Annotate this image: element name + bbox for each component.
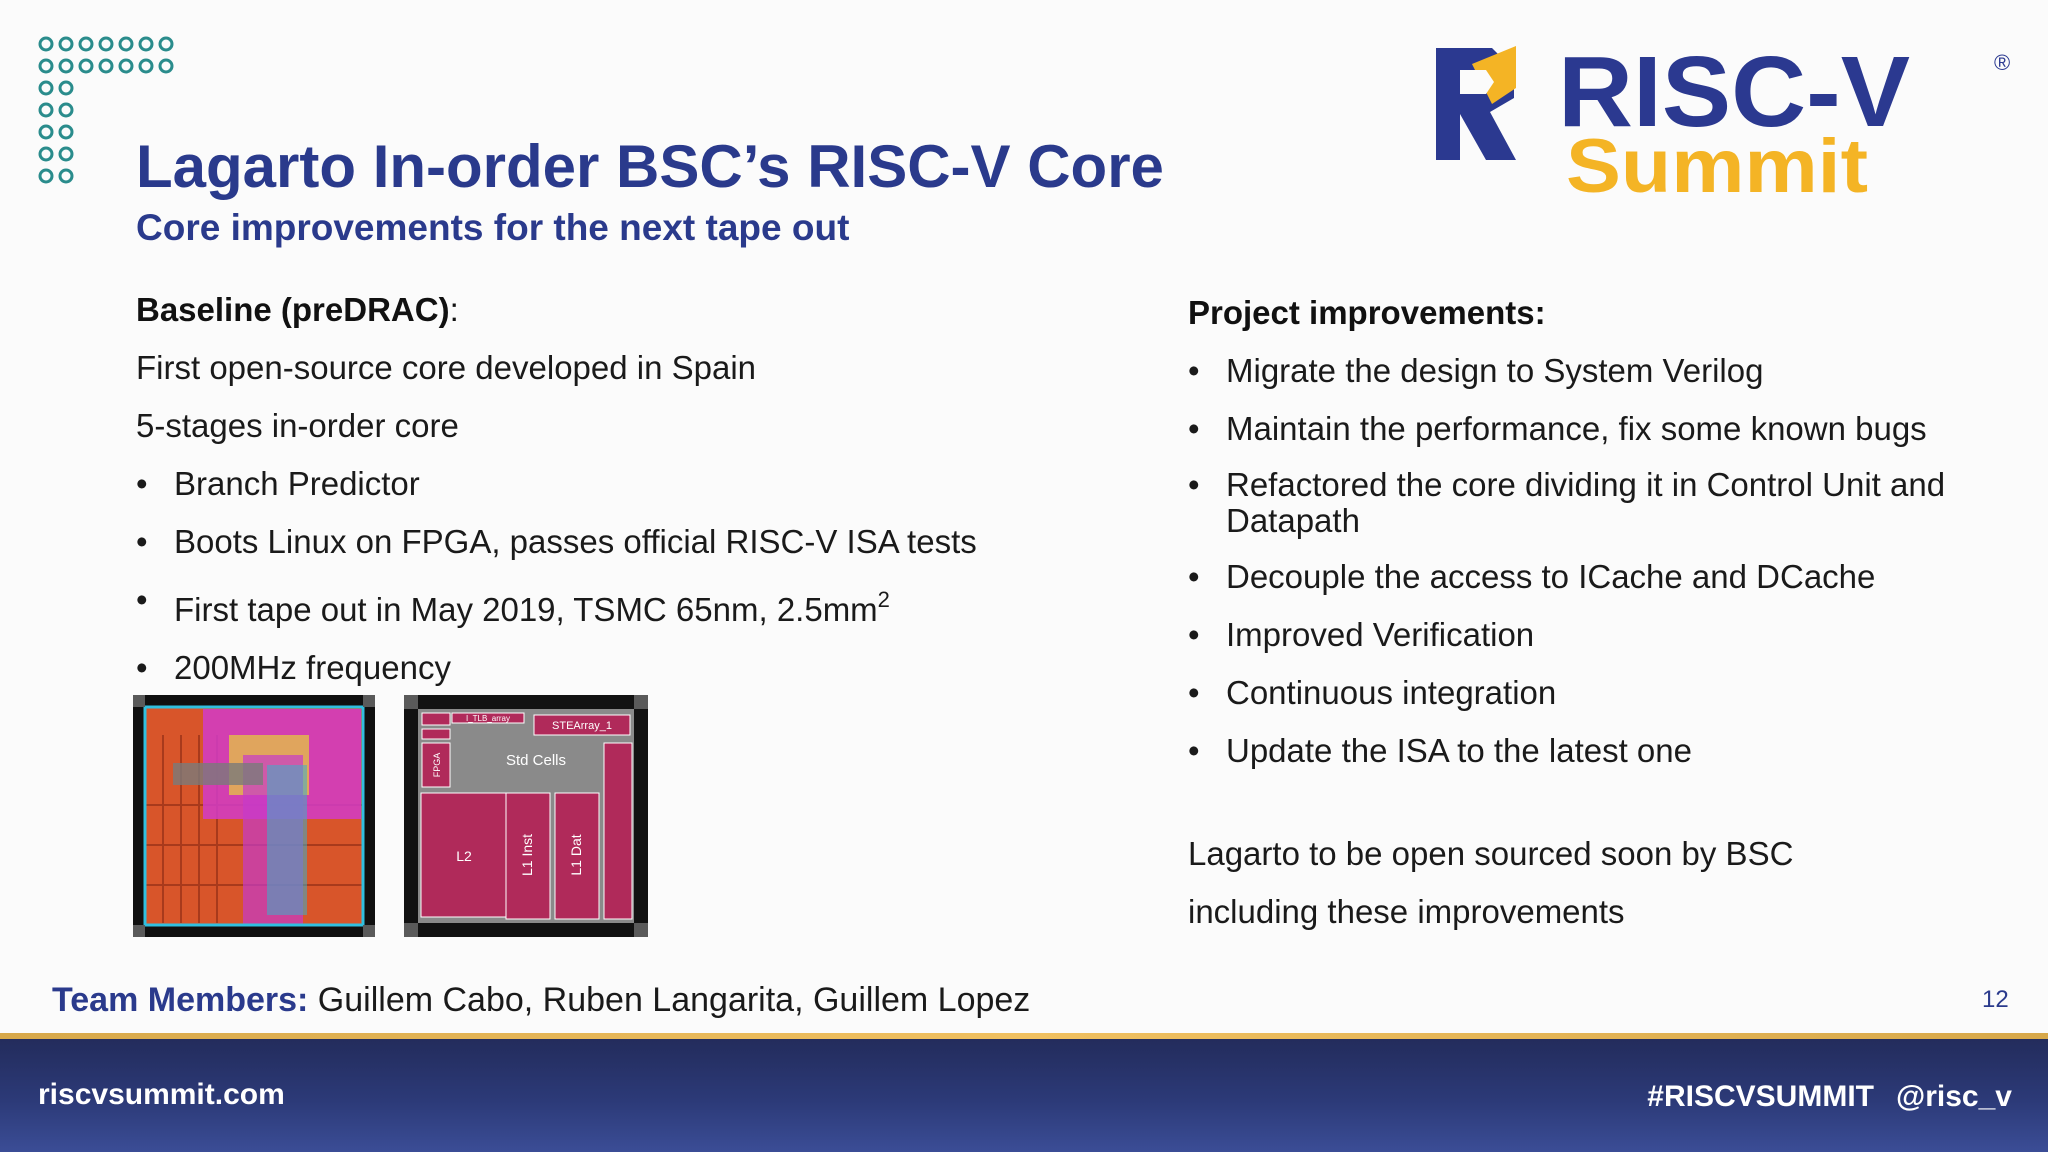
logo-wordmark: RISC-V <box>1558 36 1910 148</box>
baseline-bullet: 200MHz frequency <box>136 648 1036 688</box>
team-members-names: Guillem Cabo, Ruben Langarita, Guillem L… <box>308 981 1031 1019</box>
improvement-bullet: Refactored the core dividing it in Contr… <box>1188 467 2008 539</box>
dot <box>58 124 74 140</box>
footer-bar <box>0 1039 2048 1152</box>
baseline-heading: Baseline (preDRAC): <box>136 290 1036 330</box>
dot <box>98 36 114 52</box>
dot <box>118 36 134 52</box>
page-number: 12 <box>1982 986 2009 1013</box>
dot <box>38 102 54 118</box>
fpga-block-label: FPGA <box>432 753 442 778</box>
dot <box>138 36 154 52</box>
dot <box>58 146 74 162</box>
team-members-label: Team Members: <box>52 981 309 1019</box>
tapeout-text: First tape out in May 2019, TSMC 65nm, 2… <box>174 591 878 628</box>
footer-accent-line <box>0 1033 2048 1039</box>
dot <box>78 58 94 74</box>
decorative-dot-grid <box>38 36 174 184</box>
chip-layout-image <box>133 695 375 937</box>
baseline-line-1: First open-source core developed in Spai… <box>136 349 757 386</box>
improvement-bullet: Migrate the design to System Verilog <box>1188 351 2008 391</box>
team-members: Team Members: Guillem Cabo, Ruben Langar… <box>52 979 1030 1021</box>
page-title: Lagarto In-order BSC’s RISC-V Core <box>136 133 1164 200</box>
dot <box>38 58 54 74</box>
dot <box>158 36 174 52</box>
footer-website: riscvsummit.com <box>38 1078 285 1111</box>
dot <box>58 36 74 52</box>
baseline-heading-colon: : <box>449 291 459 328</box>
chip-floorplan-image: STEArray_1 I_TLB_array Std Cells L2 L1 I… <box>404 695 648 937</box>
logo-registered-mark: ® <box>1994 50 2010 75</box>
improvement-bullet: Decouple the access to ICache and DCache <box>1188 557 2008 597</box>
improvements-section: Project improvements: Migrate the design… <box>1188 293 2008 932</box>
logo-summit: Summit <box>1566 124 1868 204</box>
dot <box>38 146 54 162</box>
improvement-bullet: Continuous integration <box>1188 673 2008 713</box>
baseline-bullet: Branch Predictor <box>136 464 1036 504</box>
std-cells-label: Std Cells <box>506 752 566 769</box>
dot <box>138 58 154 74</box>
footer-social: #RISCVSUMMIT @risc_v <box>1647 1080 2012 1114</box>
dot <box>58 168 74 184</box>
baseline-bullet: Boots Linux on FPGA, passes official RIS… <box>136 522 1036 562</box>
improvements-bullet-list: Migrate the design to System Verilog Mai… <box>1188 351 2008 771</box>
closing-line-2: including these improvements <box>1188 893 1625 930</box>
l1-inst-label: L1 Inst <box>519 834 535 876</box>
risc-v-summit-logo: RISC-V ® Summit <box>1436 36 2010 204</box>
tapeout-superscript: 2 <box>877 587 890 612</box>
dot <box>38 124 54 140</box>
l1-dat-label: L1 Dat <box>568 834 584 875</box>
itlb-label: I_TLB_array <box>466 714 510 723</box>
improvement-bullet: Maintain the performance, fix some known… <box>1188 409 2008 449</box>
dot <box>78 36 94 52</box>
dot <box>58 58 74 74</box>
dot <box>38 80 54 96</box>
dot <box>58 80 74 96</box>
closing-line-1: Lagarto to be open sourced soon by BSC <box>1188 835 1794 872</box>
baseline-line-2: 5-stages in-order core <box>136 407 459 444</box>
improvements-heading: Project improvements: <box>1188 294 1546 331</box>
dot <box>58 102 74 118</box>
baseline-bullet-tapeout: First tape out in May 2019, TSMC 65nm, 2… <box>136 580 1036 630</box>
improvement-bullet: Update the ISA to the latest one <box>1188 731 2008 771</box>
page-subtitle: Core improvements for the next tape out <box>136 207 850 248</box>
improvement-bullet: Improved Verification <box>1188 615 2008 655</box>
dot <box>118 58 134 74</box>
baseline-section: Baseline (preDRAC): First open-source co… <box>136 290 1036 688</box>
footer-hashtag: #RISCVSUMMIT <box>1647 1080 1874 1113</box>
l2-label: L2 <box>456 848 472 864</box>
dot <box>98 58 114 74</box>
dot <box>38 36 54 52</box>
baseline-heading-text: Baseline (preDRAC) <box>136 291 450 328</box>
baseline-bullet-list: Branch Predictor Boots Linux on FPGA, pa… <box>136 464 1036 688</box>
dot <box>38 168 54 184</box>
footer-handle: @risc_v <box>1895 1080 2012 1113</box>
stearray-label: STEArray_1 <box>552 720 612 732</box>
dot <box>158 58 174 74</box>
